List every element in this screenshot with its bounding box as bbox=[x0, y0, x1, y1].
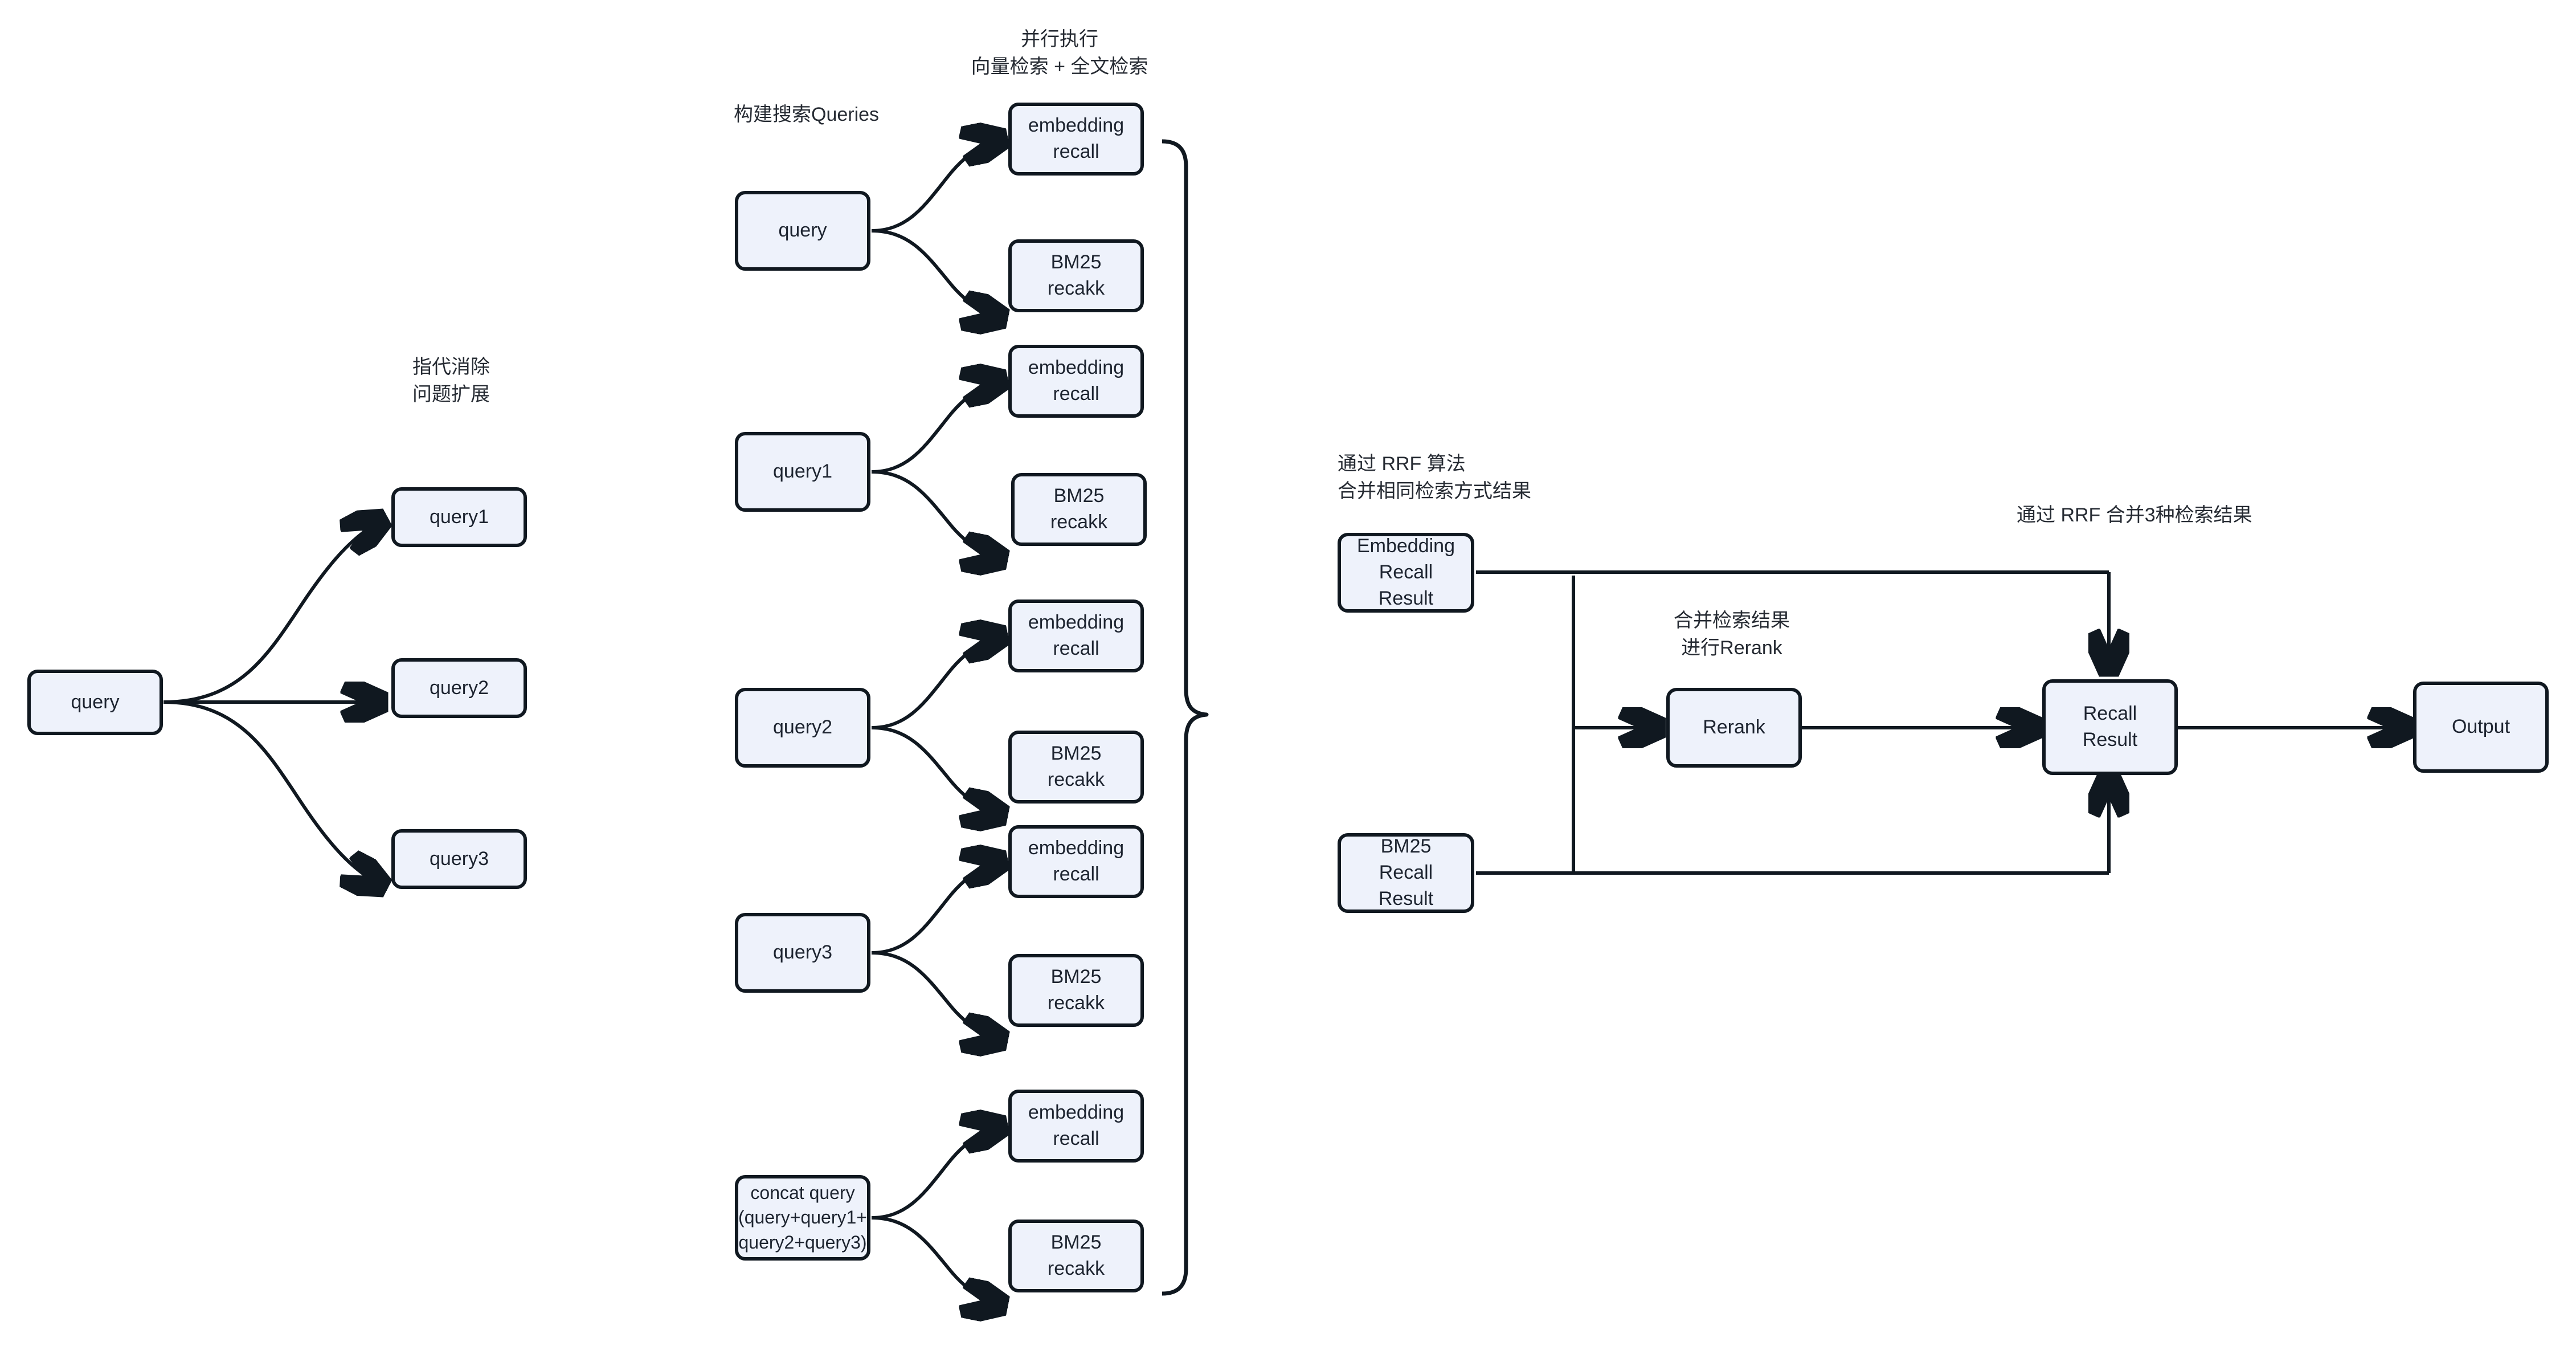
node-recall-result[interactable]: Recall Result bbox=[2042, 679, 2178, 775]
node-search-query-3[interactable]: query3 bbox=[735, 913, 870, 993]
node-embedding-recall-4[interactable]: embedding recall bbox=[1008, 825, 1144, 898]
node-bm25-recall-2[interactable]: BM25 recakk bbox=[1011, 473, 1147, 546]
node-embedding-recall-1[interactable]: embedding recall bbox=[1008, 103, 1144, 176]
note-parallel-exec: 并行执行 向量检索 + 全文检索 bbox=[971, 28, 1148, 78]
node-bm25-recall-4[interactable]: BM25 recakk bbox=[1008, 954, 1144, 1027]
note-coref-expand: 指代消除 问题扩展 bbox=[412, 356, 490, 406]
node-search-query-0[interactable]: query bbox=[735, 191, 870, 271]
note-merge-rerank: 合并检索结果 进行Rerank bbox=[1674, 610, 1790, 659]
node-expanded-query2[interactable]: query2 bbox=[391, 658, 527, 718]
node-bm25-recall-5[interactable]: BM25 recakk bbox=[1008, 1220, 1144, 1292]
node-embedding-recall-3[interactable]: embedding recall bbox=[1008, 599, 1144, 672]
node-expanded-query3[interactable]: query3 bbox=[391, 829, 527, 889]
node-rerank[interactable]: Rerank bbox=[1666, 688, 1802, 768]
node-bm25-recall-3[interactable]: BM25 recakk bbox=[1008, 731, 1144, 804]
note-rrf-same-method: 通过 RRF 算法 合并相同检索方式结果 bbox=[1338, 453, 1531, 503]
node-embedding-recall-result[interactable]: Embedding Recall Result bbox=[1338, 533, 1474, 613]
node-expanded-query1[interactable]: query1 bbox=[391, 487, 527, 547]
node-embedding-recall-5[interactable]: embedding recall bbox=[1008, 1090, 1144, 1163]
node-bm25-recall-1[interactable]: BM25 recakk bbox=[1008, 239, 1144, 312]
node-search-query-1[interactable]: query1 bbox=[735, 432, 870, 512]
node-embedding-recall-2[interactable]: embedding recall bbox=[1008, 345, 1144, 418]
node-output[interactable]: Output bbox=[2413, 682, 2549, 773]
node-source-query[interactable]: query bbox=[27, 670, 163, 735]
node-search-query-2[interactable]: query2 bbox=[735, 688, 870, 768]
note-build-queries: 构建搜索Queries bbox=[734, 104, 880, 125]
node-search-query-4[interactable]: concat query (query+query1+ query2+query… bbox=[735, 1175, 870, 1261]
node-bm25-recall-result[interactable]: BM25 Recall Result bbox=[1338, 833, 1474, 913]
note-rrf-three: 通过 RRF 合并3种检索结果 bbox=[2017, 504, 2252, 526]
